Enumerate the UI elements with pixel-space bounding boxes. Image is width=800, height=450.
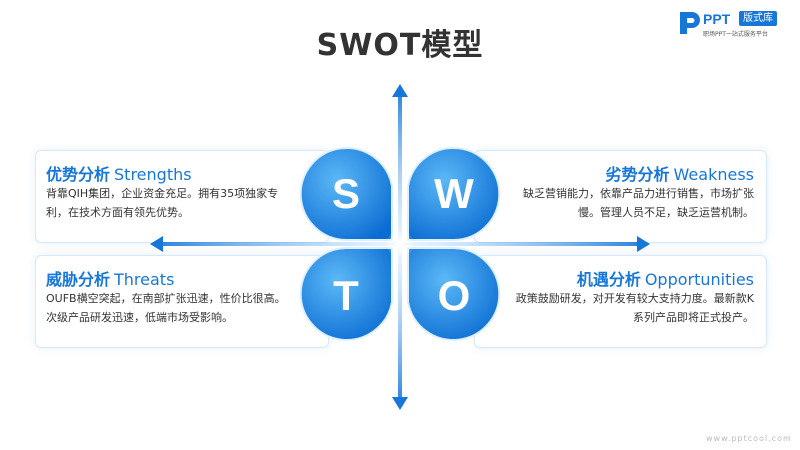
logo-brand: PPT [703,11,731,27]
weakness-title-cn: 劣势分析 [605,165,670,184]
petal-s [299,147,393,241]
brand-logo: PPT 版式库 职场PPT一站式服务平台 [678,8,796,40]
petal-w [407,147,501,241]
page-title: SWOT模型 [316,28,484,63]
strengths-title-en: Strengths [114,165,192,184]
opportunities-title-cn: 机遇分析 [576,270,641,289]
letter-o: O [437,272,471,319]
threats-title-cn: 威胁分析 [46,270,111,289]
arrow-up-icon [392,84,408,97]
opportunities-text: 政策鼓励研发，对开发有较大支持力度。最新款K系列产品即将正式投产。 [515,292,754,324]
threats-title-en: Threats [114,270,175,289]
logo-badge: 版式库 [739,11,777,26]
arrow-down-icon [392,397,408,410]
strengths-title-cn: 优势分析 [46,165,111,184]
letter-t: T [333,272,359,319]
center-glow [386,230,414,258]
threats-text: OUFB横空突起，在南部扩张迅速，性价比很高。次级产品研发迅速，低端市场受影响。 [46,292,286,324]
arrow-right-icon [637,236,650,252]
logo-tagline: 职场PPT一站式服务平台 [703,31,768,38]
letter-w: W [434,170,474,217]
logo-icon [680,12,700,34]
petal-t [299,247,393,341]
petal-o [407,247,501,341]
arrow-left-icon [150,236,163,252]
weakness-title-en: Weakness [673,165,754,184]
strengths-text: 背靠QIH集团，企业资金充足。拥有35项独家专利，在技术方面有领先优势。 [46,187,279,219]
opportunities-title-en: Opportunities [644,270,754,289]
letter-s: S [331,170,360,217]
weakness-text: 缺乏营销能力，依靠产品力进行销售，市场扩张慢。管理人员不足，缺乏运营机制。 [523,187,754,219]
watermark: www.pptcool.com [706,434,792,443]
